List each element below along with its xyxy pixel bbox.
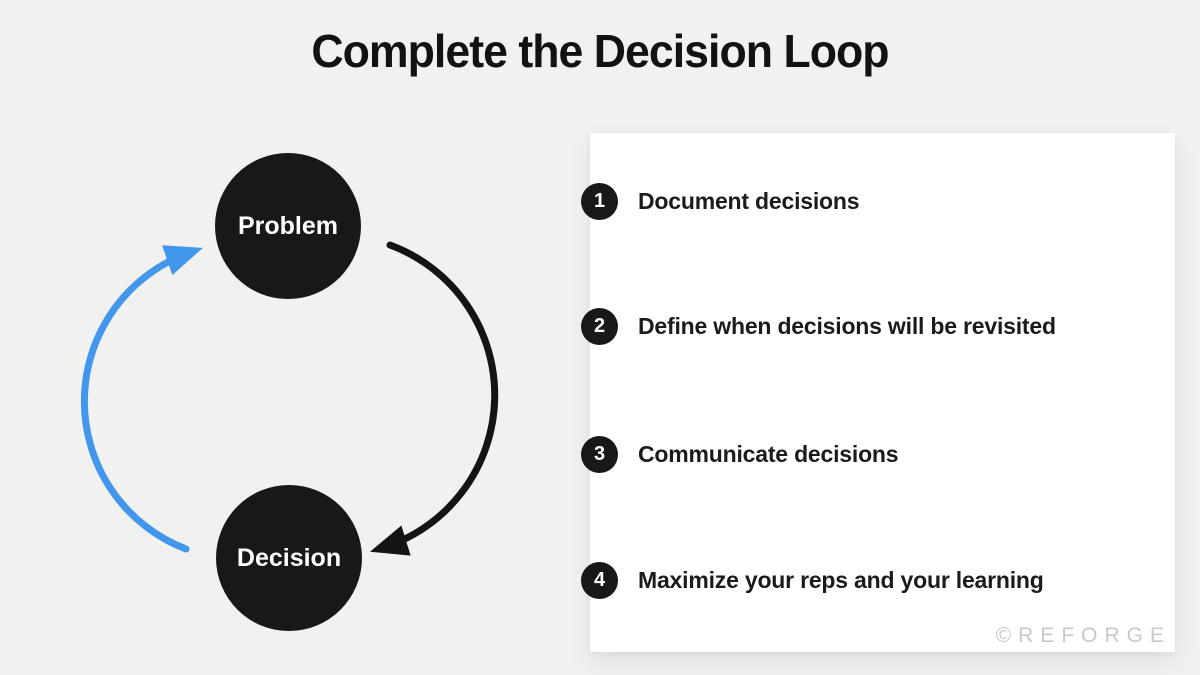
- problem-node-label: Problem: [237, 211, 339, 240]
- arrow-problem-to-decision-icon: [369, 241, 499, 556]
- step-number-badge: 1: [581, 183, 618, 220]
- arrow-decision-to-problem-icon: [80, 245, 203, 553]
- step-item-4: 4 Maximize your reps and your learning: [581, 562, 1044, 599]
- step-number-badge: 4: [581, 562, 618, 599]
- decision-node: Decision: [216, 485, 362, 631]
- decision-node-label: Decision: [236, 543, 342, 572]
- step-number: 2: [593, 315, 606, 337]
- step-number: 4: [593, 569, 606, 591]
- reforge-watermark: ©REFORGE: [995, 624, 1171, 647]
- step-item-3: 3 Communicate decisions: [581, 436, 899, 473]
- step-label: Communicate decisions: [638, 441, 899, 467]
- step-number: 3: [593, 443, 606, 465]
- step-label: Maximize your reps and your learning: [638, 567, 1044, 593]
- steps-card: 1 Document decisions 2 Define when decis…: [581, 133, 1175, 652]
- step-number-badge: 2: [581, 308, 618, 345]
- page-title: Complete the Decision Loop: [311, 25, 889, 77]
- step-item-2: 2 Define when decisions will be revisite…: [581, 308, 1056, 345]
- step-label: Document decisions: [638, 188, 860, 214]
- step-label: Define when decisions will be revisited: [638, 313, 1056, 339]
- step-item-1: 1 Document decisions: [581, 183, 860, 220]
- problem-node: Problem: [215, 153, 361, 299]
- step-number-badge: 3: [581, 436, 618, 473]
- step-number: 1: [593, 190, 606, 212]
